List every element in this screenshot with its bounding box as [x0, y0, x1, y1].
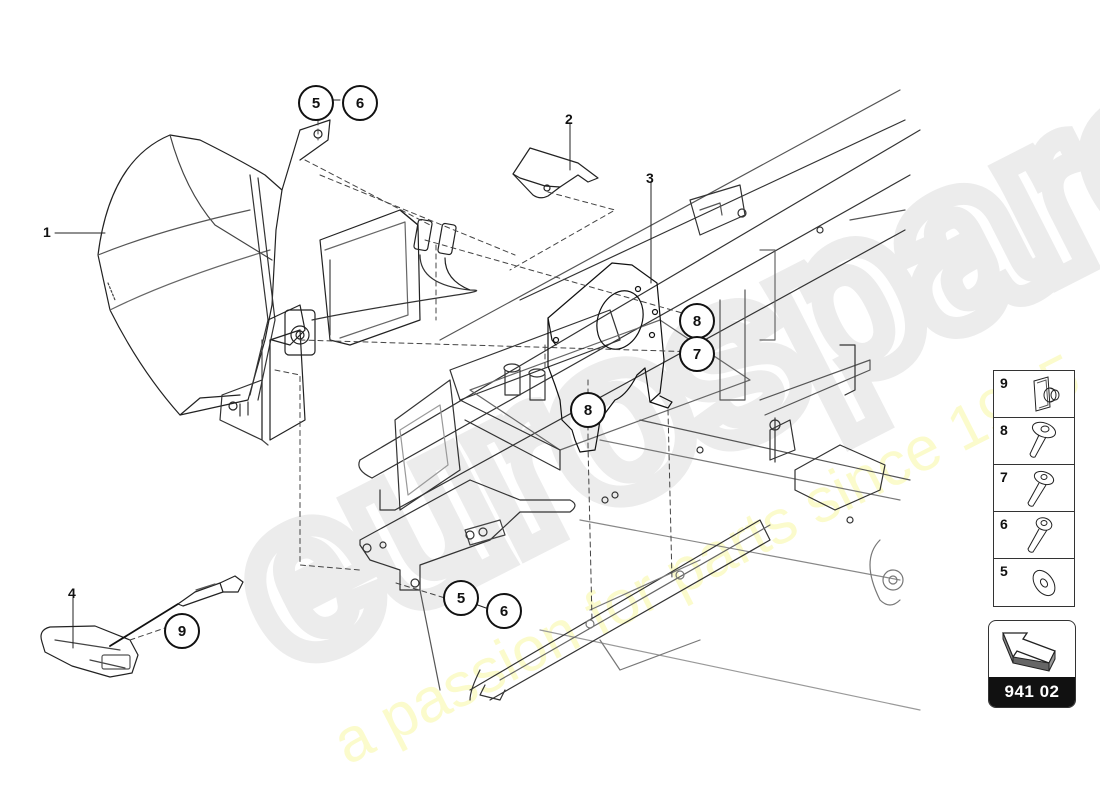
legend-item-7[interactable]: 7 — [994, 465, 1074, 512]
part-1-headlight-assembly[interactable] — [97, 119, 478, 446]
callout-9-lamp[interactable]: 9 — [164, 613, 200, 649]
legend-item-5[interactable]: 5 — [994, 559, 1074, 606]
hardware-legend: 9 8 7 6 5 — [993, 370, 1075, 607]
callout-6-top[interactable]: 6 — [342, 85, 378, 121]
legend-number: 5 — [1000, 563, 1008, 579]
washer-icon — [1032, 569, 1056, 597]
part-3-support-bracket[interactable] — [547, 262, 673, 453]
chassis-frame — [358, 89, 921, 711]
legend-number: 8 — [1000, 422, 1008, 438]
legend-item-6[interactable]: 6 — [994, 512, 1074, 559]
legend-number: 6 — [1000, 516, 1008, 532]
legend-number: 9 — [1000, 375, 1008, 391]
part-label-3[interactable]: 3 — [646, 170, 654, 186]
page-reference-button[interactable]: 941 02 — [988, 620, 1076, 708]
button-head-screw-icon — [1027, 517, 1053, 553]
callout-5-top[interactable]: 5 — [298, 85, 334, 121]
legend-item-8[interactable]: 8 — [994, 418, 1074, 465]
part-label-4[interactable]: 4 — [68, 585, 76, 601]
clip-nut-icon — [1033, 376, 1060, 412]
callout-5-bottom[interactable]: 5 — [443, 580, 479, 616]
legend-number: 7 — [1000, 469, 1008, 485]
callout-8-right[interactable]: 8 — [679, 303, 715, 339]
callout-6-bottom[interactable]: 6 — [486, 593, 522, 629]
callout-7-right[interactable]: 7 — [679, 336, 715, 372]
part-4-side-indicator[interactable] — [40, 575, 244, 678]
page-reference-number: 941 02 — [989, 677, 1075, 707]
part-2-bracket[interactable] — [512, 147, 599, 199]
assembly-guide-lines — [129, 119, 701, 641]
arrow-pointer-icon — [1002, 632, 1056, 672]
legend-item-9[interactable]: 9 — [994, 371, 1074, 418]
part-label-1[interactable]: 1 — [43, 224, 51, 240]
callout-8-center[interactable]: 8 — [570, 392, 606, 428]
screw-with-washer-icon — [1027, 470, 1055, 507]
flange-screw-icon — [1029, 421, 1057, 458]
part-label-2[interactable]: 2 — [565, 111, 573, 127]
